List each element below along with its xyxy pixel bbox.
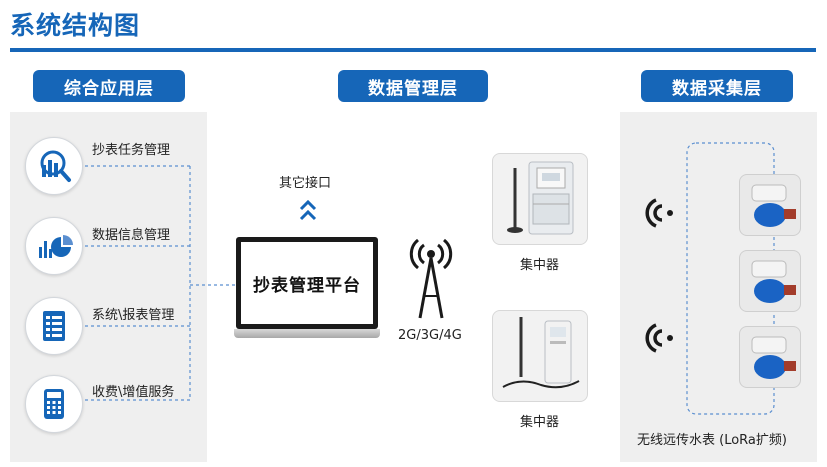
data-info-label: 数据信息管理 (92, 228, 171, 243)
water-meter-3[interactable] (739, 326, 801, 388)
meters-caption: 无线远传水表 (LoRa扩频) (637, 433, 787, 448)
concentrator-device-icon (502, 317, 580, 389)
task-management-label: 抄表任务管理 (92, 143, 171, 158)
billing-service-circle[interactable] (25, 375, 83, 433)
layer-data-collection-pill: 数据采集层 (641, 70, 793, 102)
branch-arrow-2 (70, 242, 190, 250)
calculator-icon (44, 389, 64, 419)
layer-data-management-pill: 数据管理层 (338, 70, 488, 102)
branch-arrow-1 (70, 162, 190, 170)
water-meter-1[interactable] (739, 174, 801, 236)
water-meter-icon (751, 184, 796, 227)
other-interface-label: 其它接口 (279, 176, 332, 191)
double-chevron-up-icon (299, 199, 317, 221)
branch-arrow-3 (70, 322, 190, 330)
water-meter-2[interactable] (739, 250, 801, 312)
data-info-circle[interactable] (25, 217, 83, 275)
concentrator-photo-1[interactable] (492, 153, 588, 245)
concentrator-device-icon (507, 161, 574, 235)
network-label: 2G/3G/4G (398, 328, 462, 343)
water-meter-icon (751, 336, 796, 379)
report-list-icon (43, 311, 65, 341)
wireless-signal-icon (645, 198, 673, 228)
platform-name: 抄表管理平台 (241, 242, 373, 324)
monitor-base (234, 329, 380, 338)
system-report-label: 系统\报表管理 (92, 308, 175, 323)
system-report-circle[interactable] (25, 297, 83, 355)
bar-pie-chart-icon (39, 235, 73, 258)
billing-service-label: 收费\增值服务 (92, 385, 175, 400)
magnifier-chart-icon (40, 150, 71, 182)
page-title: 系统结构图 (10, 11, 141, 40)
concentrator-photo-2[interactable] (492, 310, 588, 402)
title-underline (10, 48, 816, 52)
platform-monitor[interactable]: 抄表管理平台 (234, 237, 380, 338)
signal-tower-icon (409, 238, 453, 319)
task-management-circle[interactable] (25, 137, 83, 195)
water-meter-icon (751, 260, 796, 303)
concentrator-caption-2: 集中器 (520, 415, 560, 430)
wireless-signal-icon (645, 323, 673, 353)
layer-application-pill: 综合应用层 (33, 70, 185, 102)
concentrator-caption-1: 集中器 (520, 258, 560, 273)
